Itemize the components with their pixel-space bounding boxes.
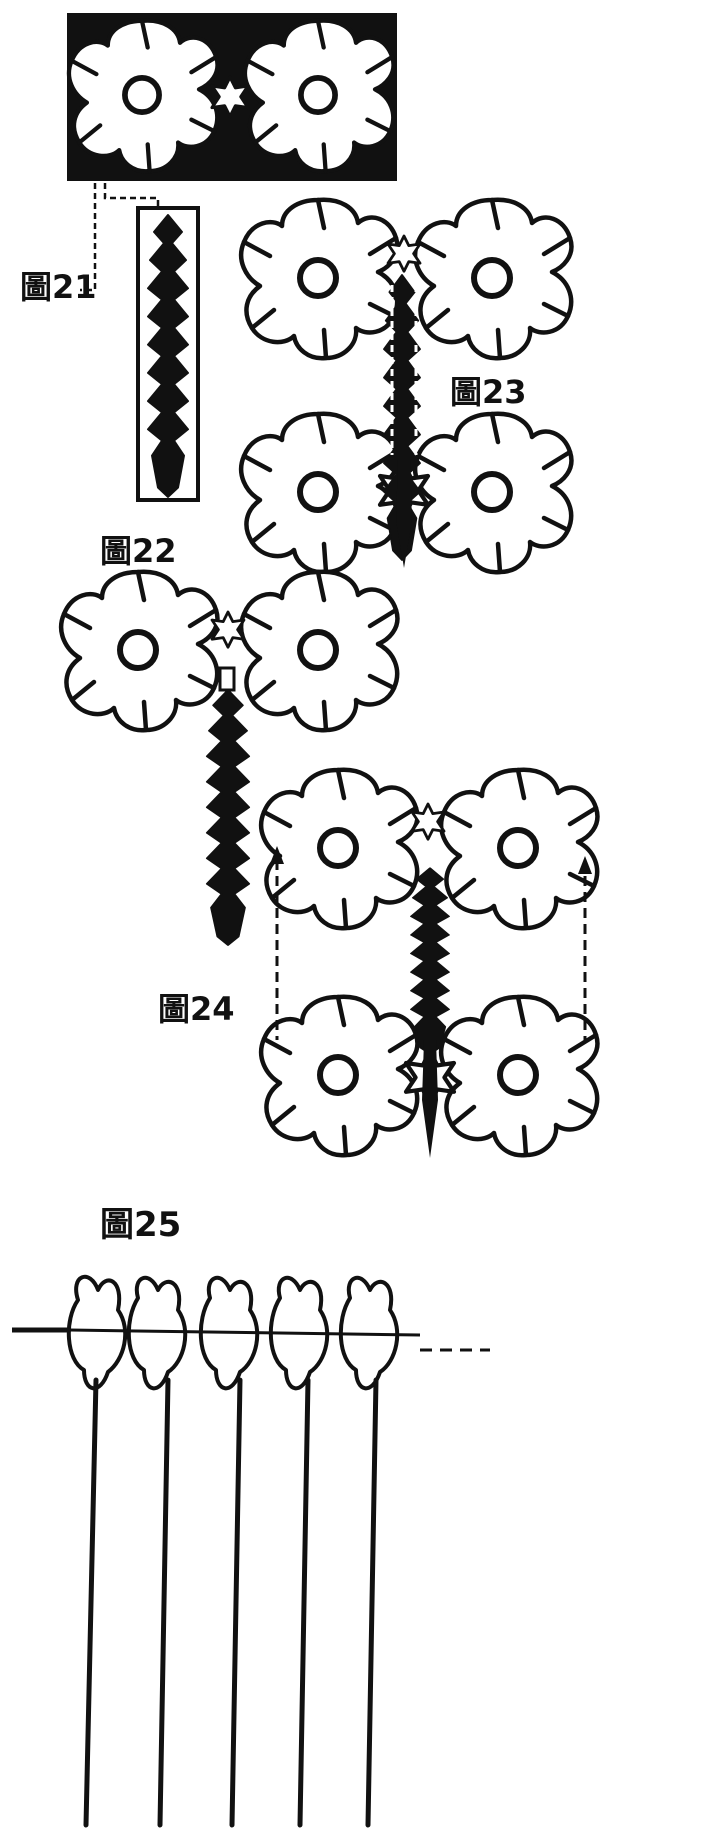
leaf-tip	[422, 1040, 438, 1158]
flower	[61, 572, 217, 730]
skewer-line	[69, 1328, 421, 1337]
flower	[241, 200, 397, 358]
dashed-guide	[275, 860, 587, 1040]
flower	[241, 572, 397, 730]
flower	[241, 414, 397, 572]
arrow-head	[270, 846, 284, 864]
leaf-strip	[205, 688, 251, 947]
flower	[415, 414, 571, 572]
figure-25-label: 圖25	[100, 1205, 181, 1245]
arrow-head	[398, 278, 410, 290]
figure-25: 圖25	[12, 1205, 490, 1828]
figure-24: 圖24	[158, 770, 597, 1158]
dashed-guide	[390, 285, 418, 455]
leaf-stem	[218, 666, 236, 692]
leaf-tip	[396, 460, 412, 568]
figure-23-label: 圖23	[450, 373, 527, 411]
leaf-strip	[410, 867, 450, 1055]
flower	[441, 997, 597, 1155]
dashed-guide	[80, 183, 160, 292]
flower	[261, 770, 417, 928]
figure-21: 圖21	[20, 13, 397, 502]
flower	[441, 770, 597, 928]
figure-24-label: 圖24	[158, 990, 235, 1028]
arrow-head	[578, 856, 592, 874]
figure-21-label: 圖21	[20, 268, 97, 306]
flower	[261, 997, 417, 1155]
flower	[415, 200, 571, 358]
skewer-sticks	[83, 1377, 379, 1828]
figure-22-label: 圖22	[100, 532, 177, 570]
figure-23: 圖23	[241, 200, 571, 572]
figure-22: 圖22	[61, 532, 397, 947]
